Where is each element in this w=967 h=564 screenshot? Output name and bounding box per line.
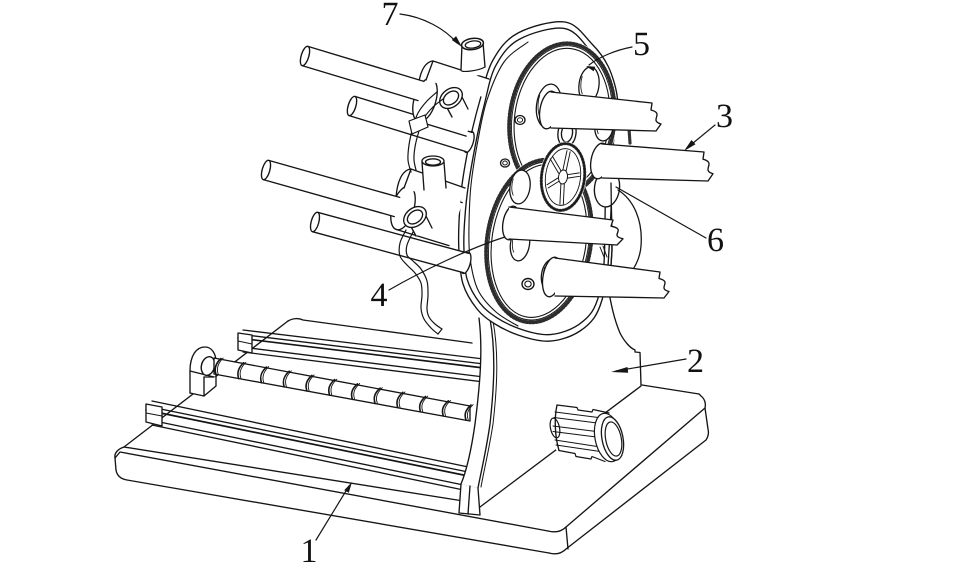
svg-text:7: 7 <box>382 0 399 33</box>
svg-text:4: 4 <box>371 277 388 314</box>
svg-text:1: 1 <box>301 533 318 564</box>
svg-text:2: 2 <box>687 343 704 380</box>
svg-text:6: 6 <box>707 222 724 259</box>
svg-text:3: 3 <box>716 98 733 135</box>
svg-text:5: 5 <box>633 26 650 63</box>
